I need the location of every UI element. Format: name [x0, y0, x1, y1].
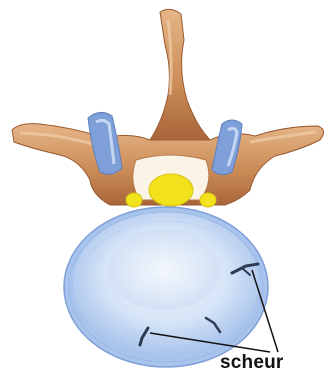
nucleus-pulposus [108, 230, 220, 310]
tear-label: scheur [220, 352, 284, 374]
intervertebral-disc [64, 207, 268, 367]
spinous-process [150, 9, 210, 140]
